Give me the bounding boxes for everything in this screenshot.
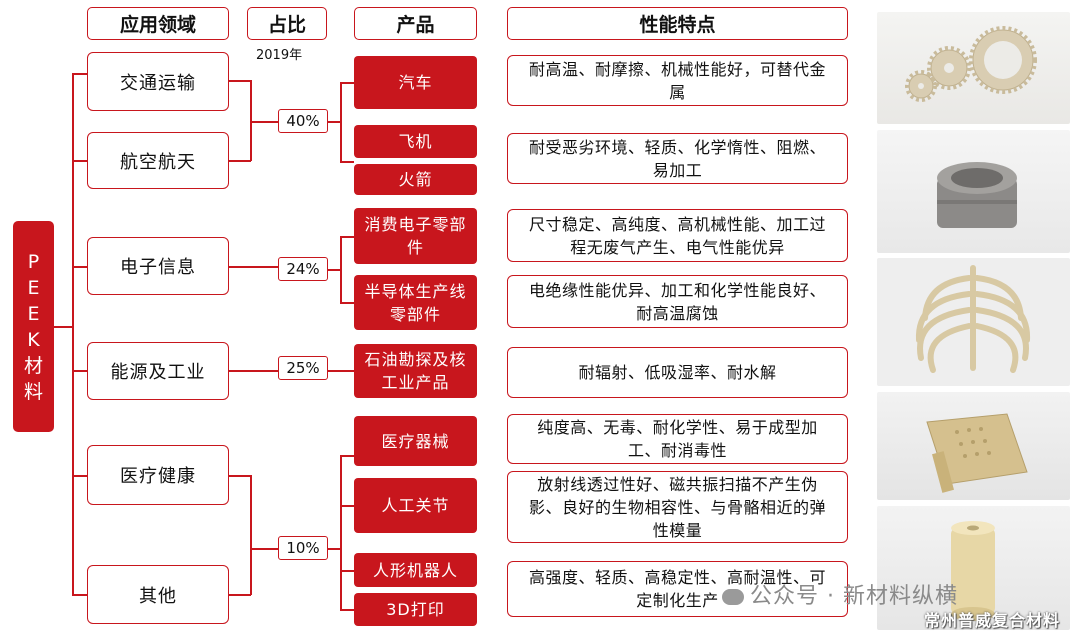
connector [229,160,251,162]
connector [72,370,87,372]
feature-automobile: 耐高温、耐摩擦、机械性能好，可替代金属 [507,55,848,106]
header-features: 性能特点 [507,7,848,40]
feature-artificial-joint: 放射线透过性好、磁共振扫描不产生伪影、良好的生物相容性、与骨骼相近的弹性模量 [507,471,848,543]
product-rocket: 火箭 [354,164,477,195]
feature-robot-3d: 高强度、轻质、高稳定性、高耐温性、可定制化生产 [507,561,848,617]
root-char: E [27,302,40,325]
feature-consumer-electronics: 尺寸稳定、高纯度、高机械性能、加工过程无废气产生、电气性能优异 [507,209,848,262]
connector [72,160,87,162]
feature-semiconductor: 电绝缘性能优异、加工和化学性能良好、耐高温腐蚀 [507,275,848,328]
connector [229,266,278,268]
connector [340,505,354,507]
connector [250,80,252,161]
product-consumer-electronics: 消费电子零部件 [354,208,477,264]
root-char: E [27,276,40,299]
product-humanoid-robot: 人形机器人 [354,553,477,587]
app-energy-industry: 能源及工业 [87,342,229,400]
connector [72,594,87,596]
connector [340,236,342,303]
connector [229,80,251,82]
connector [72,73,74,595]
product-oil-nuclear: 石油勘探及核工业产品 [354,344,477,398]
root-char: 料 [23,380,43,403]
root-char: P [27,250,40,273]
connector [340,82,354,84]
header-application: 应用领域 [87,7,229,40]
connector [340,455,354,457]
connector [340,302,354,304]
connector [328,269,341,271]
share-transport-aero: 40% [278,109,328,133]
share-health-other: 10% [278,536,328,560]
connector [340,236,354,238]
connector [72,266,87,268]
connector [328,548,341,550]
connector [229,475,251,477]
product-artificial-joint: 人工关节 [354,478,477,533]
connector [250,121,278,123]
header-share: 占比 [247,7,327,40]
connector [229,594,251,596]
connector [340,570,354,572]
connector [328,370,354,372]
share-energy: 25% [278,356,328,380]
connector [229,370,278,372]
connector [340,609,354,611]
feature-medical-device: 纯度高、无毒、耐化学性、易于成型加工、耐消毒性 [507,414,848,464]
header-product: 产品 [354,7,477,40]
root-char: 材 [23,354,43,377]
ribcage-icon [877,258,1070,386]
fiber-spool-icon [877,506,1070,630]
app-transportation: 交通运输 [87,52,229,111]
product-automobile: 汽车 [354,56,477,109]
watermark-account-text: 公众号 · 新材料纵横 [750,584,958,609]
product-3d-printing: 3D打印 [354,593,477,626]
connector [72,475,87,477]
app-other: 其他 [87,565,229,624]
connector [54,326,73,328]
share-electronics: 24% [278,257,328,281]
wechat-icon [722,589,744,605]
feature-aerospace: 耐受恶劣环境、轻质、化学惰性、阻燃、易加工 [507,133,848,184]
app-electronics: 电子信息 [87,237,229,295]
app-aerospace: 航空航天 [87,132,229,189]
connector [340,82,342,162]
medical-part-icon [877,392,1070,500]
watermark-company: 常州普威复合材料 [924,611,1061,630]
gears-icon [877,12,1070,124]
connector [340,161,354,163]
app-healthcare: 医疗健康 [87,445,229,505]
watermark-account: 公众号 · 新材料纵横 [722,578,958,610]
bearing-icon [877,130,1070,253]
connector [340,455,342,610]
feature-oil-nuclear: 耐辐射、低吸湿率、耐水解 [507,347,848,398]
connector [72,73,87,75]
year-label: 2019年 [256,48,303,63]
connector [250,548,278,550]
root-char: K [27,328,40,351]
root-peek-material: P E E K 材 料 [13,221,54,432]
connector [250,475,252,595]
product-semiconductor-parts: 半导体生产线零部件 [354,275,477,330]
connector [328,121,341,123]
product-medical-device: 医疗器械 [354,416,477,466]
product-aircraft: 飞机 [354,125,477,158]
